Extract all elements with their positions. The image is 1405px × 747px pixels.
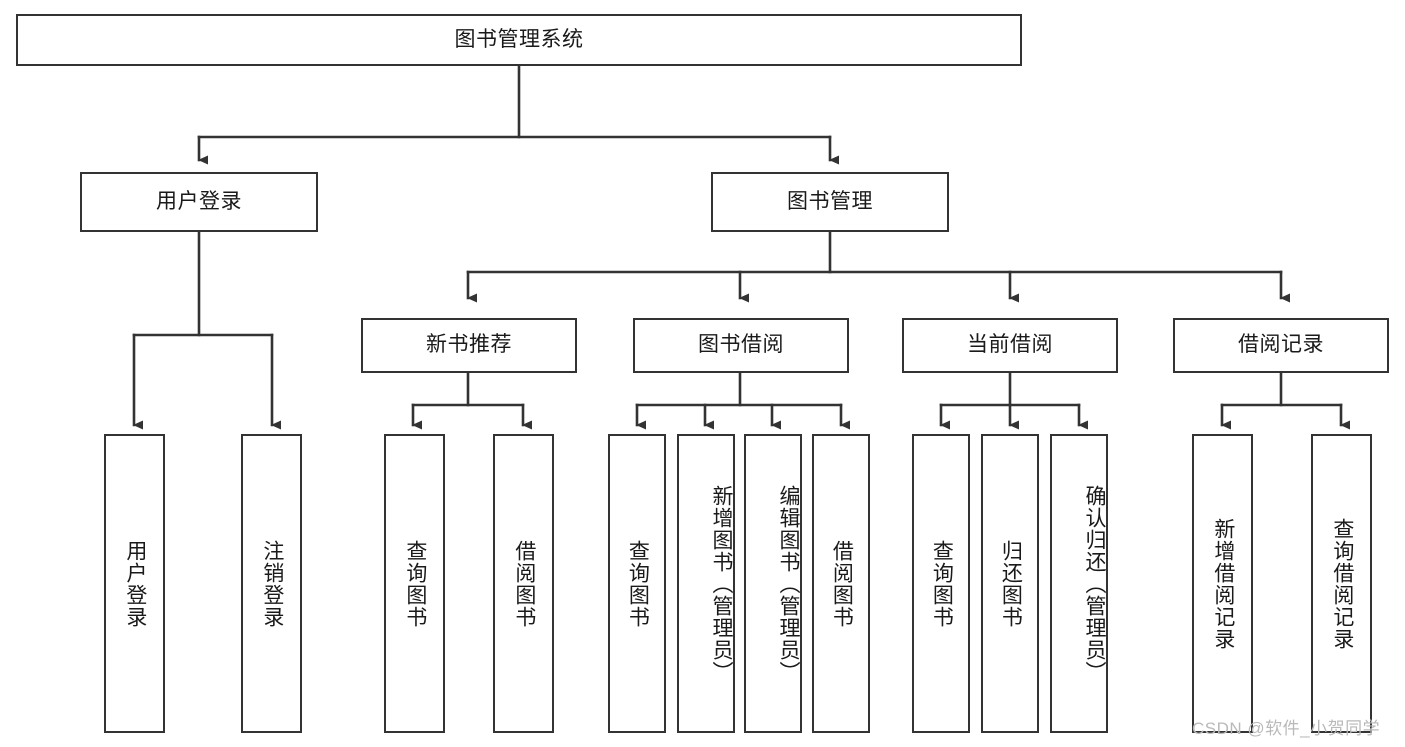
node-leaf-return-book[interactable]: 归还图书 xyxy=(981,434,1039,733)
node-leaf-borrow-book-1[interactable]: 借阅图书 xyxy=(493,434,554,733)
node-book-manage[interactable]: 图书管理 xyxy=(711,172,949,232)
node-leaf-user-login[interactable]: 用户登录 xyxy=(104,434,165,733)
node-leaf-edit-book-admin[interactable]: 编辑图书（管理员） xyxy=(744,434,802,733)
node-book-borrow[interactable]: 图书借阅 xyxy=(633,318,849,373)
node-new-book-recommend[interactable]: 新书推荐 xyxy=(361,318,577,373)
node-leaf-query-book-3[interactable]: 查询图书 xyxy=(912,434,970,733)
node-leaf-add-book-admin[interactable]: 新增图书（管理员） xyxy=(677,434,735,733)
node-leaf-query-book-2[interactable]: 查询图书 xyxy=(608,434,666,733)
node-leaf-query-book-1[interactable]: 查询图书 xyxy=(384,434,445,733)
node-leaf-confirm-return-admin[interactable]: 确认归还（管理员） xyxy=(1050,434,1108,733)
node-leaf-borrow-book-2[interactable]: 借阅图书 xyxy=(812,434,870,733)
node-borrow-record[interactable]: 借阅记录 xyxy=(1173,318,1389,373)
watermark-text: CSDN @软件_小贺同学 xyxy=(1192,719,1381,738)
node-leaf-add-borrow-record[interactable]: 新增借阅记录 xyxy=(1192,434,1253,733)
node-root-system[interactable]: 图书管理系统 xyxy=(16,14,1022,66)
node-leaf-logout-login[interactable]: 注销登录 xyxy=(241,434,302,733)
node-leaf-query-borrow-record[interactable]: 查询借阅记录 xyxy=(1311,434,1372,733)
node-user-login[interactable]: 用户登录 xyxy=(80,172,318,232)
node-current-borrow[interactable]: 当前借阅 xyxy=(902,318,1118,373)
